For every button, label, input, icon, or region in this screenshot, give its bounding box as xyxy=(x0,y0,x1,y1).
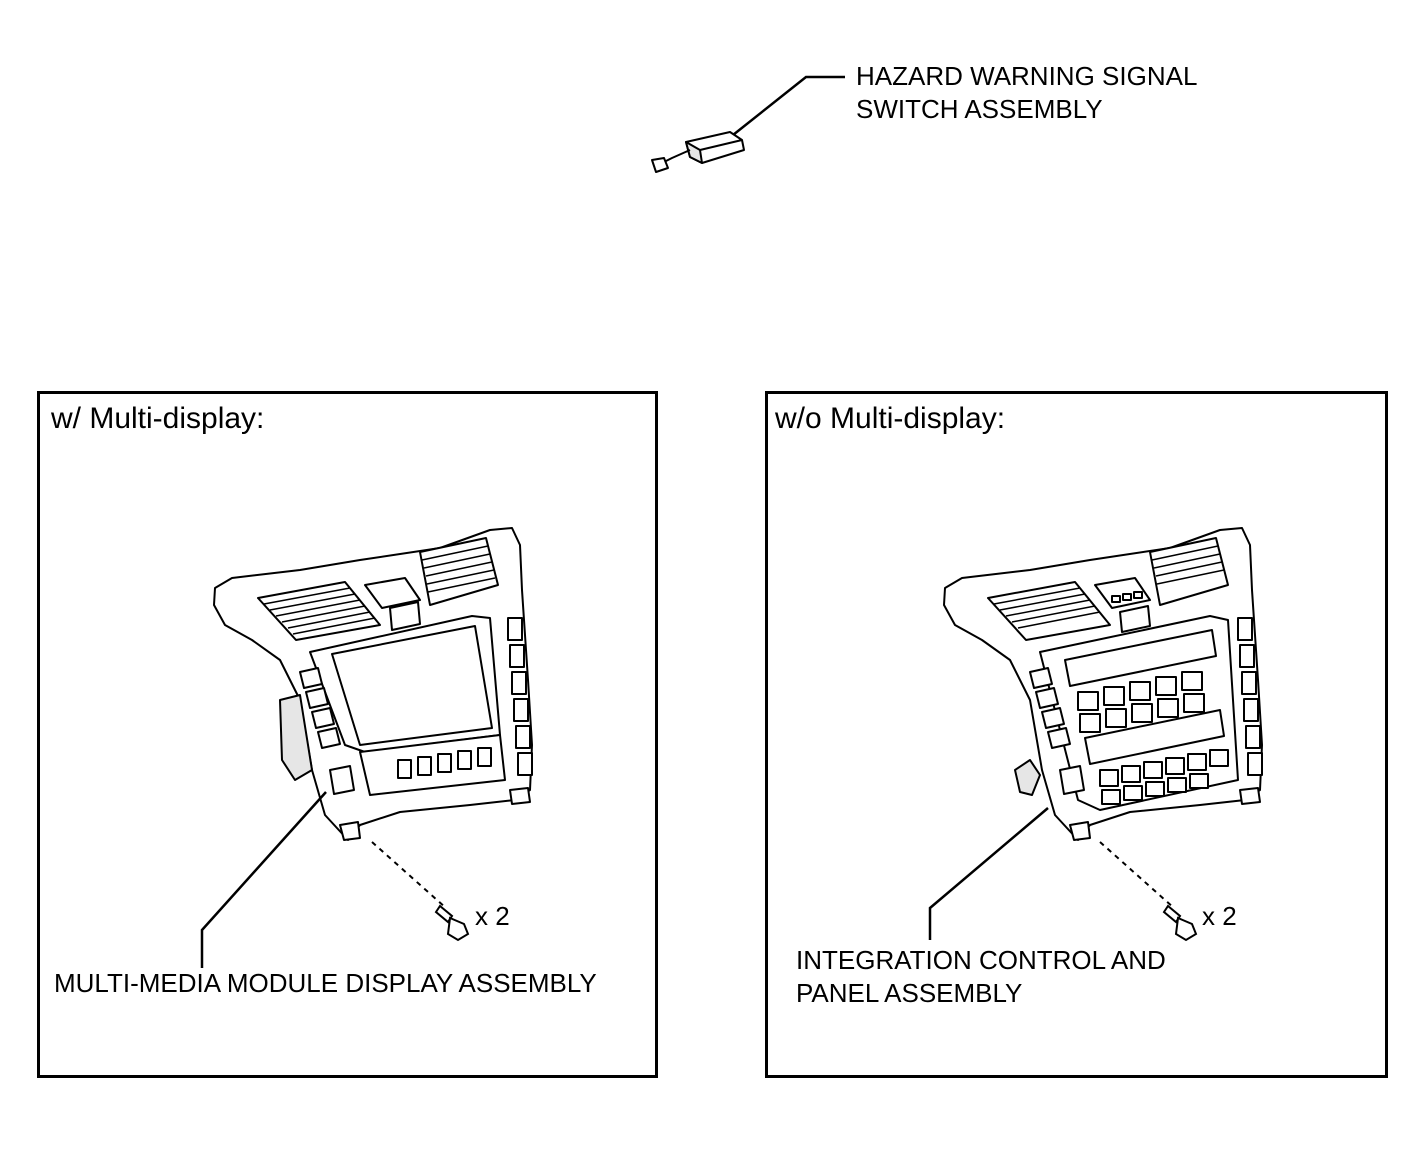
right-vent-right xyxy=(1149,537,1229,606)
left-vent-right-slats xyxy=(421,545,496,593)
left-part-label: MULTI-MEDIA MODULE DISPLAY ASSEMBLY xyxy=(54,968,597,998)
right-part-leader-line xyxy=(928,807,1049,940)
left-bolt-dashed-line xyxy=(371,841,447,909)
left-rear-bracket xyxy=(279,694,313,781)
left-clock-slot xyxy=(364,577,421,609)
right-upper-display xyxy=(1064,629,1217,687)
right-bolt-icon xyxy=(1162,904,1198,942)
hazard-switch-label-line2: SWITCH ASSEMBLY xyxy=(856,94,1103,124)
right-upper-buttons xyxy=(1077,671,1205,733)
right-lower-display xyxy=(1084,709,1225,765)
right-side-bracket xyxy=(1014,759,1041,796)
left-panel xyxy=(37,391,658,1078)
hazard-switch-label-line1: HAZARD WARNING SIGNAL xyxy=(856,61,1198,91)
left-center-cluster xyxy=(213,527,533,841)
left-vent-left-slats xyxy=(263,587,376,635)
right-vent-right-slats xyxy=(1151,545,1225,585)
right-part-label-line1: INTEGRATION CONTROL AND xyxy=(796,945,1166,975)
right-vent-left xyxy=(987,581,1111,641)
left-vent-right xyxy=(419,537,499,606)
right-clock-slot xyxy=(1094,577,1151,609)
left-vent-left xyxy=(257,581,381,641)
left-display-screen xyxy=(331,625,493,746)
left-part-leader-line xyxy=(200,791,327,968)
right-clock-buttons xyxy=(1111,591,1143,603)
right-bolt-dashed-line xyxy=(1099,841,1175,909)
right-bolt-qty: x 2 xyxy=(1202,901,1237,931)
left-bolt-icon xyxy=(434,904,470,942)
right-side-buttons-left xyxy=(1029,667,1085,795)
hazard-leader-line xyxy=(732,75,845,136)
right-vent-left-slats xyxy=(993,587,1101,629)
left-lower-buttons xyxy=(397,747,492,779)
hazard-switch-part xyxy=(651,131,745,173)
left-side-buttons-right xyxy=(507,617,533,776)
right-center-cluster xyxy=(943,527,1263,841)
right-part-label-line2: PANEL ASSEMBLY xyxy=(796,978,1023,1008)
left-side-buttons-left xyxy=(299,667,355,795)
left-panel-title: w/ Multi-display: xyxy=(51,402,265,435)
right-panel-title: w/o Multi-display: xyxy=(775,402,1006,435)
left-bolt-qty: x 2 xyxy=(475,901,510,931)
right-side-buttons-right xyxy=(1237,617,1263,776)
right-lower-buttons xyxy=(1099,749,1229,805)
right-panel xyxy=(765,391,1388,1078)
